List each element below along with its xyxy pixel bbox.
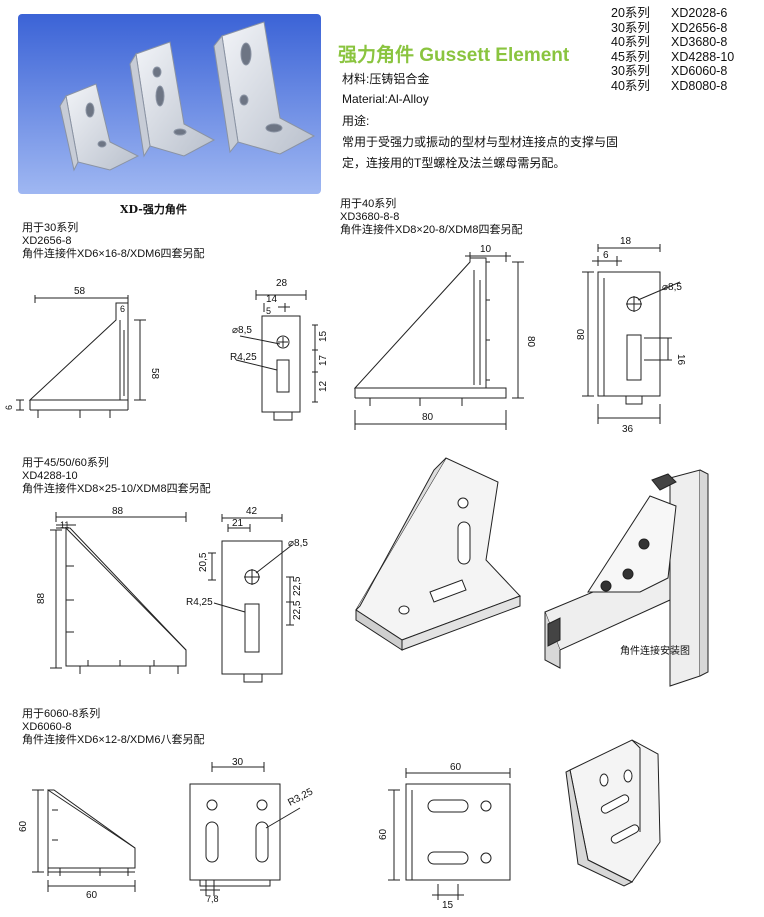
dim-label: 58 <box>149 368 160 380</box>
dim-label: 7,8 <box>206 894 219 904</box>
product-photo <box>18 14 321 194</box>
dim-label: 80 <box>422 412 434 423</box>
photo-caption: XD-强力角件 <box>120 203 187 216</box>
dim-label: 88 <box>36 592 47 604</box>
dim-label: 60 <box>450 762 462 773</box>
drawing-40-side <box>353 252 524 430</box>
dim-label: 6 <box>603 250 609 261</box>
dim-label: R4,25 <box>186 597 213 608</box>
dim-label: 5 <box>266 306 271 316</box>
dim-label: 18 <box>620 236 632 247</box>
bracket-large <box>213 21 316 155</box>
drawing-30-side <box>16 295 146 418</box>
dim-label: 60 <box>86 890 98 901</box>
dim-label: 58 <box>74 286 86 297</box>
dim-label: 60 <box>18 820 29 832</box>
material-cn: 材料:压铸铝合金 <box>342 72 430 86</box>
drawing-45-side <box>50 512 187 674</box>
dim-label: 60 <box>378 828 389 840</box>
dim-label: 22,5 <box>292 576 303 596</box>
install-caption: 角件连接安装图 <box>620 644 690 657</box>
usage-line-1: 常用于受强力或振动的型材与型材连接点的支撑与固 <box>342 135 619 149</box>
dim-label: 80 <box>576 328 587 340</box>
dim-label: 36 <box>622 424 634 435</box>
dim-label: 11 <box>60 520 69 530</box>
usage-label: 用途: <box>342 114 370 128</box>
dim-label: 22,5 <box>292 600 303 620</box>
dim-label: ⌀8,5 <box>232 325 252 336</box>
installation-drawing <box>544 469 709 687</box>
dim-label: 10 <box>480 244 492 255</box>
dim-label: 14 <box>266 294 278 305</box>
drawing-6060-front <box>189 762 301 896</box>
drawing-45-front <box>208 514 294 683</box>
dim-label: R4,25 <box>230 352 257 363</box>
dim-label: 16 <box>675 354 686 366</box>
bracket-medium <box>129 41 216 158</box>
dim-label: 15 <box>442 900 454 911</box>
dim-label: ⌀8,5 <box>288 538 308 549</box>
dim-label: 15 <box>318 330 329 342</box>
dim-label: 21 <box>232 518 244 529</box>
dim-label: ⌀8,5 <box>662 282 682 293</box>
dim-label: 17 <box>318 354 329 366</box>
material-en: Material:Al-Alloy <box>342 92 429 106</box>
bracket-small <box>59 83 140 172</box>
isometric-bracket-45 <box>355 457 521 651</box>
dim-label: R3,25 <box>286 786 315 808</box>
drawing-6060-side <box>32 789 136 892</box>
dim-label: 12 <box>318 380 329 392</box>
isometric-bracket-6060 <box>565 739 661 887</box>
usage-line-2: 定，连接用的T型螺栓及法兰螺母需另配。 <box>342 156 566 170</box>
dim-label: 6 <box>4 405 14 410</box>
dim-label: 88 <box>112 506 124 517</box>
page-title: 强力角件 Gussett Element <box>338 45 570 66</box>
dim-label: 28 <box>276 278 288 289</box>
drawing-40-front <box>582 244 681 424</box>
drawing-30-front <box>235 290 318 421</box>
dim-label: 80 <box>525 336 536 348</box>
dim-label: 6 <box>120 304 125 314</box>
drawing-6060-top <box>388 768 511 900</box>
dim-label: 30 <box>232 757 244 768</box>
dim-label: 20,5 <box>198 552 209 572</box>
dim-label: 42 <box>246 506 258 517</box>
